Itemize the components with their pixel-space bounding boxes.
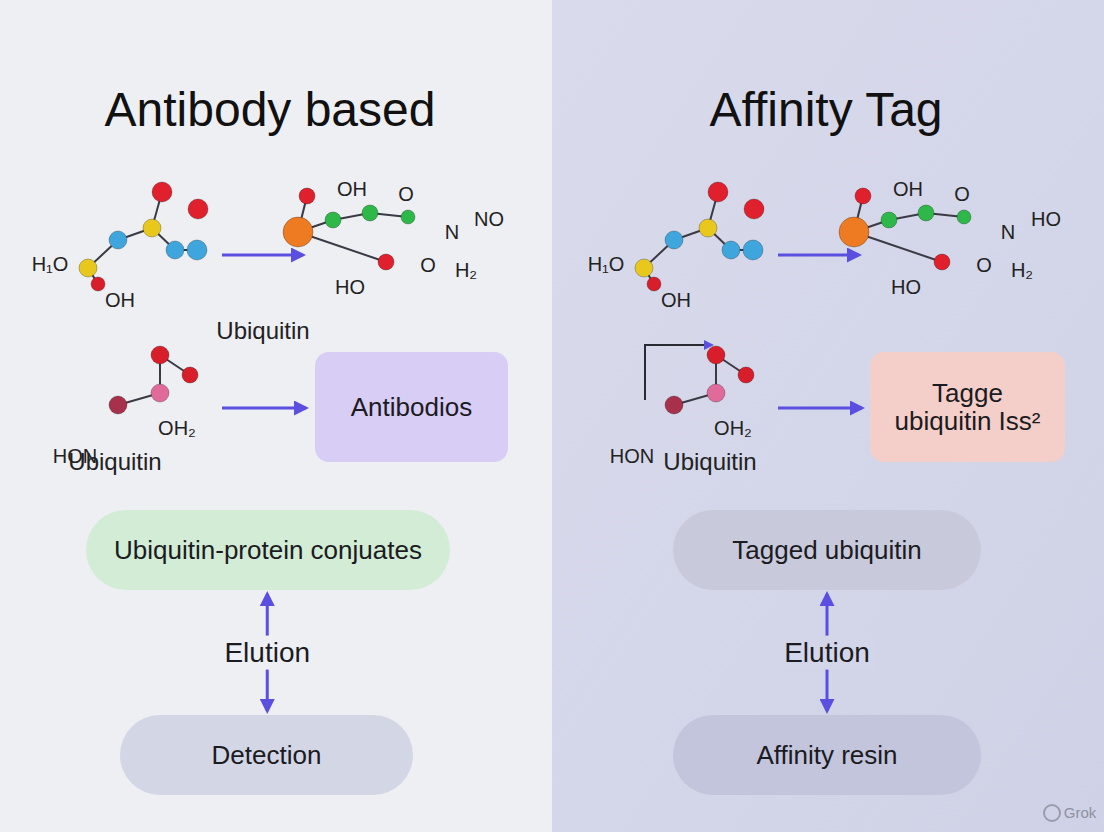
atom-ball xyxy=(91,277,105,291)
atom-ball xyxy=(79,259,97,277)
node-text: Ubiquitin-protein conjuates xyxy=(114,536,422,564)
atom-ball xyxy=(143,219,161,237)
atom-ball xyxy=(151,384,169,402)
molecule-one xyxy=(79,182,208,291)
atom-ball xyxy=(299,188,315,204)
reaction-arrow xyxy=(222,254,303,257)
binding-arrow xyxy=(778,407,862,410)
molecule-three xyxy=(109,346,198,414)
atom-ball xyxy=(647,277,661,291)
atom-ball xyxy=(188,199,208,219)
atom-ball xyxy=(362,205,378,221)
atom-ball xyxy=(707,346,725,364)
molecule-name: Ubiquitin xyxy=(216,318,309,344)
atom-ball xyxy=(401,210,415,224)
atom-ball xyxy=(182,367,198,383)
atom-ball xyxy=(635,259,653,277)
atom-ball xyxy=(187,240,207,260)
atom-ball xyxy=(738,367,754,383)
atom-label: OH xyxy=(661,289,691,311)
antibody-box: Antibodios xyxy=(315,352,508,462)
atom-label: OH₂ xyxy=(714,417,752,439)
atom-label: H₁O xyxy=(588,253,625,275)
binding-arrow xyxy=(222,407,306,410)
atom-label: HO xyxy=(335,276,365,298)
atom-ball xyxy=(934,254,950,270)
atom-ball xyxy=(722,241,740,259)
atom-ball xyxy=(881,212,897,228)
atom-ball xyxy=(665,396,683,414)
atom-ball xyxy=(325,212,341,228)
conjugate-box: Ubiquitin-protein conjuates xyxy=(86,510,450,590)
atom-ball xyxy=(665,231,683,249)
reaction-arrow xyxy=(778,254,859,257)
atom-label: H₂ xyxy=(455,259,477,281)
atom-label: H₂ xyxy=(1011,259,1033,281)
watermark-logo xyxy=(1044,805,1060,821)
atom-label: OH xyxy=(893,178,923,200)
right-panel xyxy=(552,0,1104,832)
node-text: Antibodios xyxy=(351,393,472,421)
atom-ball xyxy=(957,210,971,224)
atom-label: OH₂ xyxy=(158,417,196,439)
atom-label: HON xyxy=(610,445,654,467)
atom-ball xyxy=(839,217,869,247)
atom-ball xyxy=(743,240,763,260)
tag-bracket xyxy=(645,345,712,400)
atom-label: HO xyxy=(1031,208,1061,230)
node-text: Affinity resin xyxy=(756,741,897,769)
atom-label: O xyxy=(420,254,436,276)
atom-label: O xyxy=(976,254,992,276)
atom-label: N xyxy=(445,221,459,243)
node-text: Detection xyxy=(212,741,322,769)
tagged-ubiquitin-pill: Tagged ubiquitin xyxy=(673,510,981,590)
atom-ball xyxy=(283,217,313,247)
molecule-one xyxy=(635,182,764,291)
panel-title: Antibody based xyxy=(105,84,436,137)
atom-label: N xyxy=(1001,221,1015,243)
molecule-two xyxy=(839,188,971,270)
panel-title: Affinity Tag xyxy=(709,84,942,137)
atom-label: HO xyxy=(891,276,921,298)
molecule-name: Ubiquitin xyxy=(663,449,756,475)
atom-ball xyxy=(378,254,394,270)
atom-ball xyxy=(109,231,127,249)
atom-label: OH xyxy=(337,178,367,200)
atom-ball xyxy=(152,182,172,202)
atom-ball xyxy=(918,205,934,221)
atom-label: O xyxy=(398,183,414,205)
molecule-name: Ubiquitin xyxy=(68,449,161,475)
detection-box: Detection xyxy=(120,715,413,795)
watermark: Grok xyxy=(1064,805,1097,822)
node-text: Tagged ubiquitin xyxy=(732,536,921,564)
node-text: Tagge ubiquitin Iss² xyxy=(890,379,1045,435)
atom-ball xyxy=(151,346,169,364)
atom-label: OH xyxy=(105,289,135,311)
atom-label: H₁O xyxy=(32,253,69,275)
atom-label: O xyxy=(954,183,970,205)
atom-label: NO xyxy=(474,208,504,230)
atom-ball xyxy=(744,199,764,219)
atom-ball xyxy=(855,188,871,204)
atom-ball xyxy=(699,219,717,237)
left-panel xyxy=(0,0,552,832)
molecule-two xyxy=(283,188,415,270)
atom-ball xyxy=(707,384,725,402)
tagged-ubiquitin-box: Tagge ubiquitin Iss² xyxy=(870,352,1065,462)
edge-label: Elution xyxy=(218,635,316,670)
molecule-three xyxy=(665,346,754,414)
edge-label: Elution xyxy=(778,635,876,670)
atom-ball xyxy=(166,241,184,259)
atom-ball xyxy=(708,182,728,202)
atom-ball xyxy=(109,396,127,414)
affinity-resin-box: Affinity resin xyxy=(673,715,981,795)
